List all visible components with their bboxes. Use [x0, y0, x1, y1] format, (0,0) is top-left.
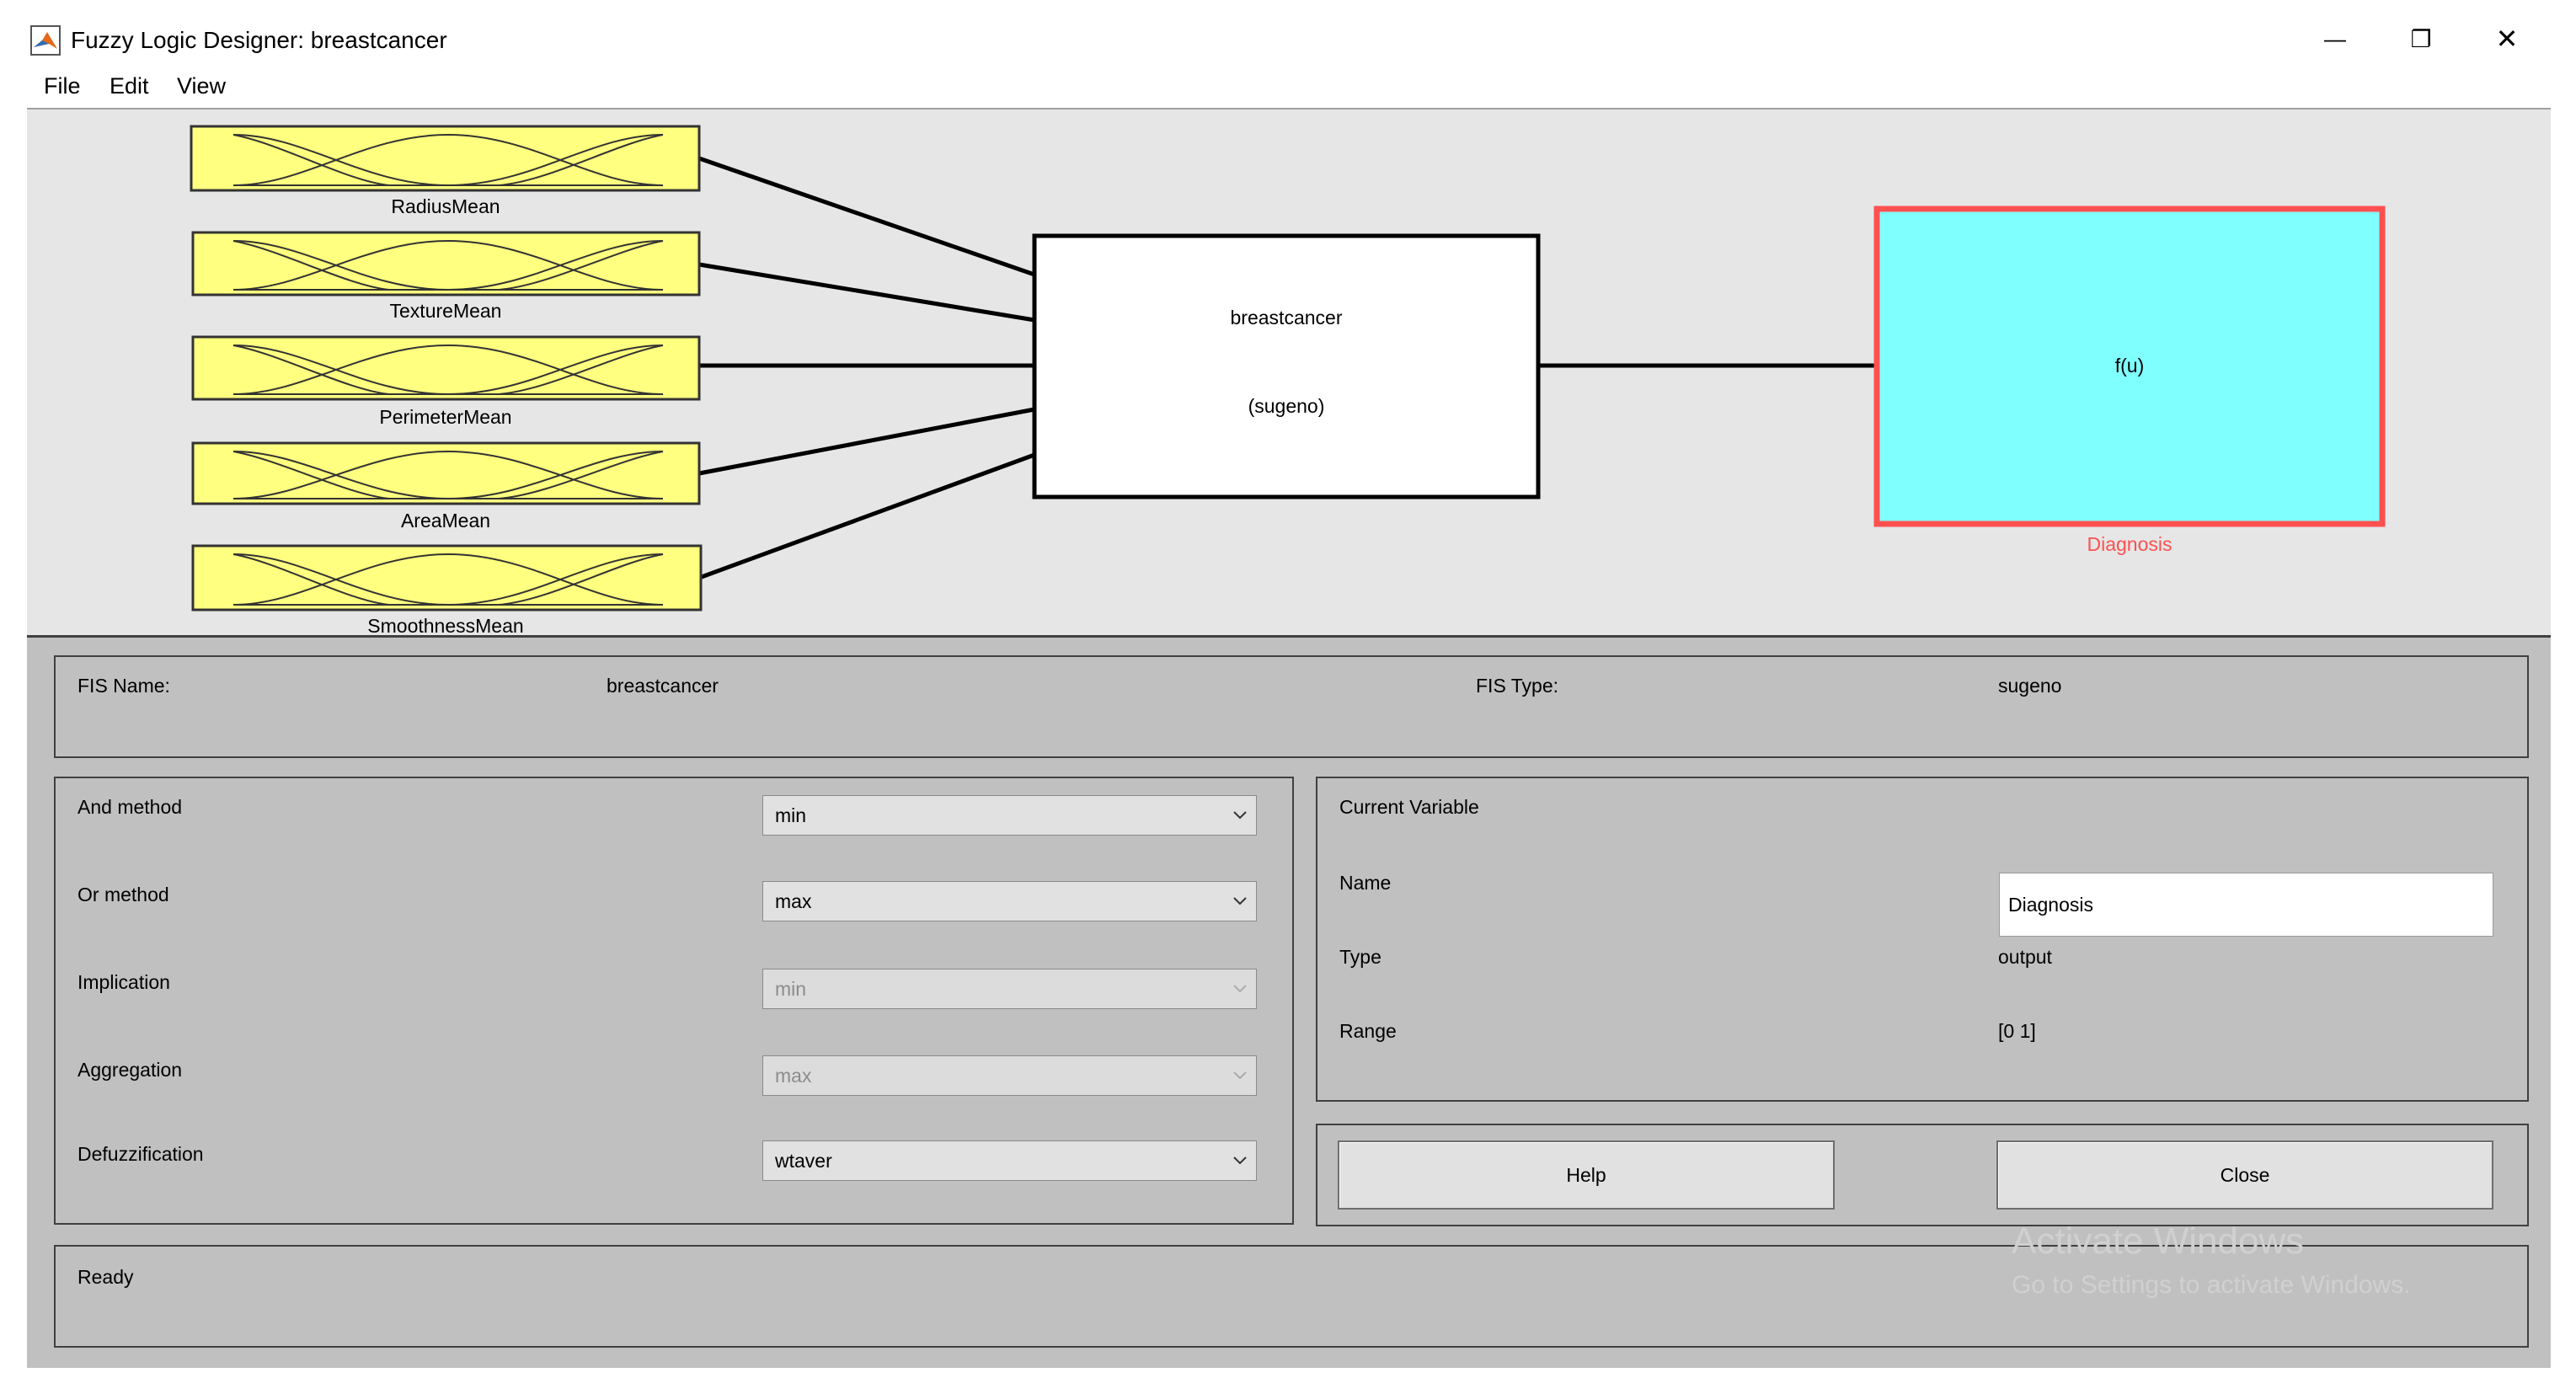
chevron-down-icon — [1224, 1141, 1256, 1180]
minimize-icon: — — [2324, 25, 2346, 51]
defuzzification-dropdown[interactable]: wtaver — [762, 1140, 1257, 1181]
input-label: SmoothnessMean — [367, 615, 523, 637]
aggregation-dropdown: max — [762, 1055, 1257, 1096]
diagram-divider — [27, 635, 2551, 638]
input-label: PerimeterMean — [379, 406, 511, 428]
current-variable-panel — [1316, 777, 2529, 1102]
fis-name-value: breastcancer — [607, 675, 719, 697]
close-button[interactable]: Close — [1996, 1140, 2493, 1210]
variable-type-value: output — [1998, 946, 2052, 968]
output-function-label: f(u) — [2115, 355, 2145, 377]
fis-name-label: FIS Name: — [77, 675, 170, 697]
input-variable-texturemean[interactable] — [191, 231, 701, 296]
input-variable-perimetermean[interactable] — [191, 335, 701, 401]
close-window-button[interactable]: ✕ — [2465, 13, 2549, 64]
defuzzification-value: wtaver — [775, 1150, 832, 1172]
chevron-down-icon — [1224, 882, 1256, 921]
output-label: Diagnosis — [2087, 533, 2172, 555]
menu-file[interactable]: File — [44, 73, 81, 99]
chevron-down-icon — [1224, 969, 1256, 1008]
connector-line — [698, 452, 1035, 580]
fis-system-block[interactable]: breastcancer (sugeno) — [1032, 233, 1541, 499]
and-method-label: And method — [77, 796, 183, 818]
activation-watermark-text: Go to Settings to activate Windows. — [2012, 1271, 2411, 1299]
menu-view[interactable]: View — [177, 73, 227, 99]
fis-info-panel — [54, 655, 2529, 758]
current-variable-heading: Current Variable — [1339, 796, 1479, 818]
fis-type-value: sugeno — [1998, 675, 2062, 697]
fis-type-label: FIS Type: — [1476, 675, 1559, 697]
system-type-label: (sugeno) — [1248, 395, 1325, 417]
implication-dropdown: min — [762, 969, 1257, 1009]
connector-line — [698, 262, 1035, 323]
connector-line — [698, 407, 1035, 476]
and-method-value: min — [775, 804, 807, 826]
chevron-down-icon — [1224, 1056, 1256, 1095]
implication-label: Implication — [77, 971, 170, 993]
restore-icon: ❐ — [2410, 25, 2432, 52]
defuzzification-label: Defuzzification — [77, 1143, 204, 1165]
status-panel — [54, 1245, 2529, 1348]
restore-button[interactable]: ❐ — [2379, 13, 2463, 64]
menu-edit[interactable]: Edit — [110, 73, 149, 99]
variable-range-value: [0 1] — [1998, 1020, 2036, 1042]
window-title: Fuzzy Logic Designer: breastcancer — [71, 27, 447, 53]
minimize-button[interactable]: — — [2293, 13, 2377, 64]
help-button[interactable]: Help — [1338, 1140, 1835, 1210]
title-bar — [0, 0, 2576, 74]
chevron-down-icon — [1224, 796, 1256, 835]
input-variable-smoothnessmean[interactable] — [191, 544, 703, 612]
fis-diagram: RadiusMean TextureMean PerimeterMean Are… — [190, 125, 2386, 637]
input-label: AreaMean — [401, 510, 490, 531]
connector-line — [698, 156, 1035, 277]
and-method-dropdown[interactable]: min — [762, 795, 1257, 836]
variable-range-label: Range — [1339, 1020, 1397, 1042]
or-method-dropdown[interactable]: max — [762, 881, 1257, 921]
implication-value: min — [775, 978, 807, 1000]
or-method-label: Or method — [77, 884, 169, 905]
variable-name-label: Name — [1339, 872, 1392, 894]
system-name-label: breastcancer — [1231, 307, 1343, 328]
variable-name-field[interactable] — [1999, 873, 2493, 937]
aggregation-label: Aggregation — [77, 1059, 183, 1081]
aggregation-value: max — [775, 1065, 812, 1087]
activation-watermark-title: Activate Windows — [2012, 1220, 2305, 1262]
input-label: TextureMean — [390, 300, 502, 322]
input-variable-radiusmean[interactable] — [190, 125, 701, 192]
output-variable-diagnosis[interactable]: f(u) — [1873, 206, 2386, 527]
status-text: Ready — [77, 1266, 134, 1288]
variable-type-label: Type — [1339, 946, 1382, 968]
close-icon: ✕ — [2495, 24, 2519, 54]
or-method-value: max — [775, 890, 812, 912]
input-variable-areamean[interactable] — [191, 441, 701, 505]
matlab-logo-icon — [30, 25, 61, 56]
input-label: RadiusMean — [391, 195, 500, 217]
